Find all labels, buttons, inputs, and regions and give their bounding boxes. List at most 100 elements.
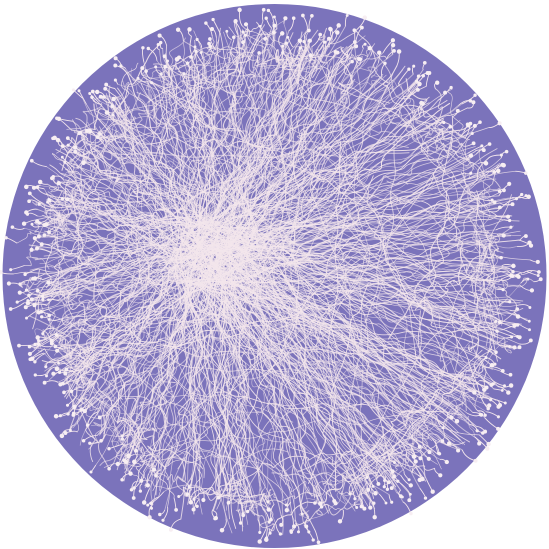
strand-line xyxy=(416,113,448,154)
endpoint-node xyxy=(150,81,154,85)
strand-line xyxy=(208,245,481,357)
endpoint-node xyxy=(36,342,41,347)
endpoint-node xyxy=(357,57,361,61)
endpoint-node xyxy=(63,371,68,376)
endpoint-node xyxy=(537,270,541,274)
strand-line xyxy=(228,52,304,238)
endpoint-node xyxy=(447,441,452,446)
endpoint-node xyxy=(468,121,473,126)
endpoint-node xyxy=(97,415,102,420)
strand-line xyxy=(387,158,489,340)
strand-line xyxy=(197,276,287,486)
strand-curl xyxy=(365,492,375,504)
endpoint-node xyxy=(496,415,500,419)
strand-line xyxy=(43,215,197,257)
endpoint-node xyxy=(353,497,357,501)
strand-line xyxy=(45,281,204,375)
endpoint-node xyxy=(88,92,92,95)
endpoint-node xyxy=(138,489,143,493)
endpoint-node xyxy=(28,357,33,362)
endpoint-node xyxy=(157,33,162,38)
endpoint-node xyxy=(495,329,499,333)
strands-group xyxy=(0,9,541,543)
endpoint-node xyxy=(487,142,492,146)
endpoint-node xyxy=(187,27,192,32)
endpoint-node xyxy=(136,76,140,80)
strand-line xyxy=(417,116,454,368)
strand-line xyxy=(364,437,386,473)
endpoint-node xyxy=(495,168,501,174)
strand-line xyxy=(101,128,130,144)
strand-line xyxy=(356,219,518,249)
strand-line xyxy=(46,264,231,340)
strand-line xyxy=(201,127,490,227)
endpoint-node xyxy=(107,467,111,471)
strand-line xyxy=(38,242,469,296)
endpoint-node xyxy=(35,288,40,293)
endpoint-node xyxy=(408,483,413,488)
endpoint-node xyxy=(512,323,517,328)
endpoint-node xyxy=(489,363,495,368)
strand-line xyxy=(360,449,436,474)
strand-line xyxy=(257,49,283,66)
strand-line xyxy=(221,228,492,380)
strand-line xyxy=(125,216,397,488)
endpoint-node xyxy=(373,491,378,496)
endpoint-node xyxy=(195,504,199,508)
strand-line xyxy=(257,281,282,529)
strand-line xyxy=(61,145,215,231)
strand-line xyxy=(61,45,159,171)
endpoint-node xyxy=(261,7,266,12)
endpoint-node xyxy=(496,404,501,409)
endpoint-node xyxy=(487,403,492,408)
endpoint-node xyxy=(392,474,396,479)
endpoint-node xyxy=(82,409,87,414)
strand-line xyxy=(206,259,476,382)
strand-line xyxy=(46,312,126,442)
endpoint-node xyxy=(241,512,245,516)
strand-line xyxy=(129,431,175,499)
endpoint-node xyxy=(24,184,29,190)
endpoint-node xyxy=(368,505,373,510)
endpoint-node xyxy=(156,42,160,47)
endpoint-node xyxy=(365,476,369,479)
endpoint-node xyxy=(292,524,297,529)
strand-line xyxy=(285,67,356,266)
strand-line xyxy=(207,255,501,276)
strand-line xyxy=(51,153,83,192)
endpoint-node xyxy=(146,46,150,51)
strand-line xyxy=(193,221,410,445)
endpoint-node xyxy=(497,205,502,210)
strand-line xyxy=(182,486,266,498)
strand-line xyxy=(458,302,479,352)
endpoint-node xyxy=(64,367,69,372)
endpoint-node xyxy=(53,413,59,419)
endpoint-node xyxy=(508,372,513,377)
endpoint-node xyxy=(430,489,435,494)
endpoint-node xyxy=(418,456,423,461)
strand-curl xyxy=(379,493,387,504)
endpoint-node xyxy=(492,200,497,205)
endpoint-node xyxy=(485,446,490,451)
strand-line xyxy=(230,190,494,243)
endpoint-node xyxy=(192,497,196,501)
strand-line xyxy=(24,227,250,324)
endpoint-node xyxy=(501,287,505,292)
endpoint-node xyxy=(56,181,61,186)
endpoint-node xyxy=(141,500,147,505)
strand-line xyxy=(229,55,288,222)
endpoint-node xyxy=(515,307,520,311)
endpoint-node xyxy=(185,492,190,497)
strand-line xyxy=(74,130,119,169)
strand-line xyxy=(61,343,176,384)
endpoint-node xyxy=(23,272,27,277)
endpoint-node xyxy=(42,380,47,385)
endpoint-node xyxy=(195,37,199,42)
endpoint-node xyxy=(483,413,487,417)
endpoint-node xyxy=(407,498,412,503)
endpoint-node xyxy=(208,37,212,41)
endpoint-node xyxy=(141,46,145,50)
strand-line xyxy=(33,234,235,350)
endpoint-node xyxy=(355,506,359,509)
strand-line xyxy=(195,54,274,245)
